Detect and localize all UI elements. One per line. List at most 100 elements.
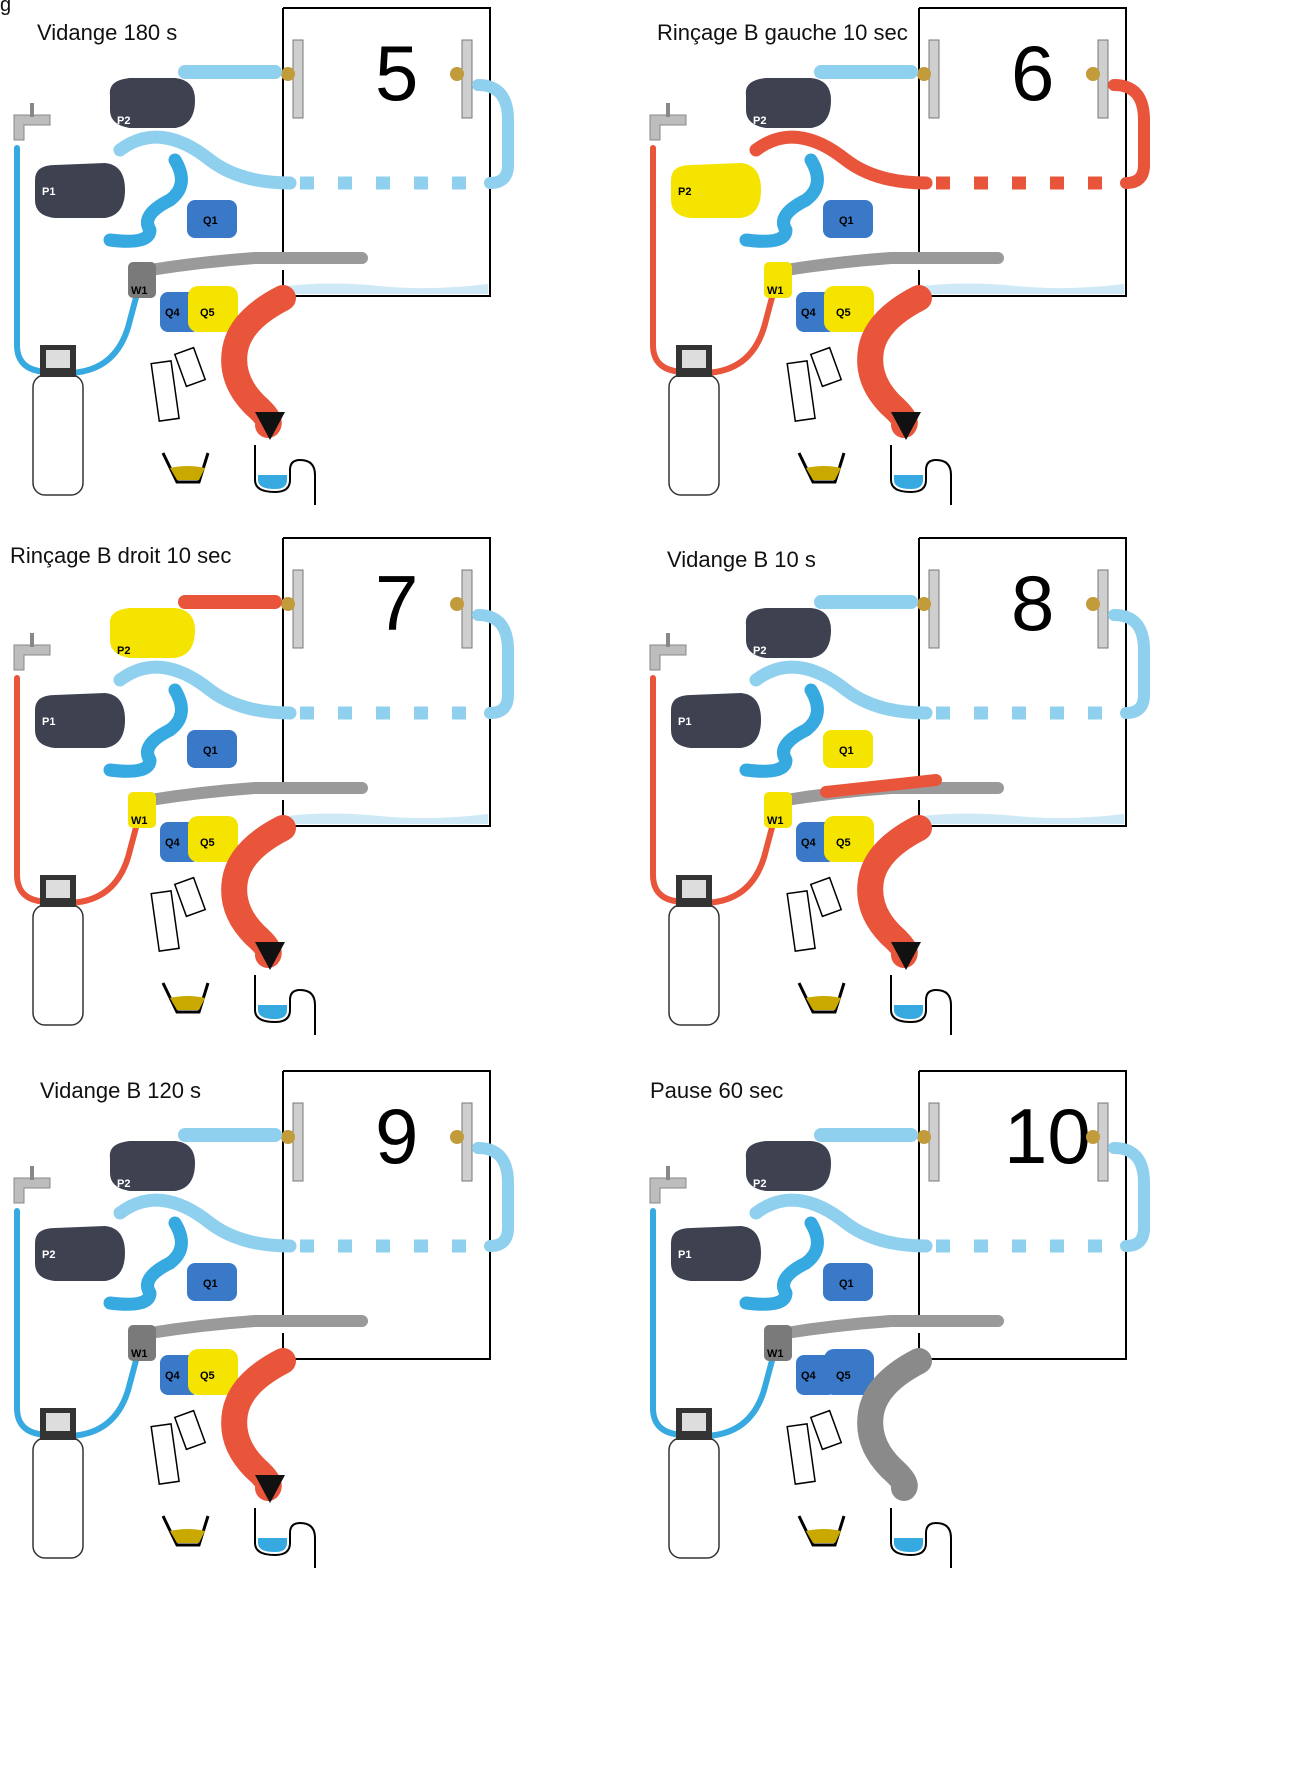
pump-loop-hose (739, 683, 824, 778)
sensor-fitting-icon (917, 1130, 931, 1144)
tap-handle-icon (666, 1166, 670, 1180)
sensor-fitting-icon (917, 597, 931, 611)
valve-q5-icon (188, 816, 238, 862)
valve-q1-icon (187, 730, 237, 768)
steel-pipe (144, 1315, 368, 1339)
valve-q1-label: Q1 (839, 215, 854, 227)
basin-liquid (170, 996, 205, 1010)
filter-window-icon (46, 1413, 70, 1431)
valve-q1-label: Q1 (839, 1278, 854, 1290)
filter-cartridge-icon (32, 904, 84, 1026)
valve-q5-label: Q5 (836, 1370, 851, 1382)
basin-liquid (806, 996, 841, 1010)
filter-cartridge-icon (32, 374, 84, 496)
siphon-water (258, 1538, 287, 1552)
step-title: Rinçage B gauche 10 sec (657, 20, 908, 45)
tap-icon (649, 114, 687, 141)
right-hose (1108, 1142, 1150, 1252)
step-title: Vidange B 120 s (40, 1078, 202, 1103)
tank-water (287, 283, 488, 294)
pump-lower-label: P2 (42, 1249, 55, 1261)
basin-icon (161, 452, 210, 484)
tap-icon (649, 1177, 687, 1204)
valve-q1-icon (823, 200, 873, 238)
basin-icon (797, 452, 846, 484)
valve-w1-icon (128, 262, 156, 298)
flow-arrow-icon (255, 1475, 285, 1503)
steel-pipe (144, 252, 368, 276)
right-hose (472, 609, 514, 719)
pump-lower-icon (35, 693, 125, 748)
tap-handle-icon (666, 103, 670, 117)
valve-q5-label: Q5 (200, 307, 215, 319)
step-number: 7 (375, 559, 418, 647)
valve-q1-icon (823, 1263, 873, 1301)
valve-q5-icon (188, 286, 238, 332)
mid-hose (113, 660, 297, 720)
siphon-outline (890, 1508, 952, 1568)
tap-icon (13, 1177, 51, 1204)
step-number: 8 (1011, 559, 1054, 647)
tap-handle-icon (30, 1166, 34, 1180)
steel-pipe (780, 252, 1004, 276)
pump-top-icon (109, 1141, 195, 1191)
corner-glyph: g (0, 0, 12, 16)
siphon-water (258, 475, 287, 489)
tablet-icon (809, 1409, 843, 1451)
valve-w1-label: W1 (767, 285, 784, 297)
valve-w1-icon (128, 1325, 156, 1361)
pump-lower-icon (35, 1226, 125, 1281)
right-sensor-icon (461, 39, 473, 119)
basin-icon (797, 982, 846, 1014)
feed-hose-right (65, 1350, 141, 1439)
tank-water (923, 813, 1124, 824)
step-title: Vidange 180 s (37, 20, 178, 45)
valve-q4-label: Q4 (165, 307, 181, 319)
drain-hose (221, 1348, 296, 1501)
mid-hose (113, 1193, 297, 1253)
siphon-outline (890, 445, 952, 505)
valve-q1-label: Q1 (839, 745, 854, 757)
left-sensor-icon (928, 569, 940, 649)
valve-q5-label: Q5 (836, 837, 851, 849)
tablet-icon (150, 1423, 180, 1485)
drain-hose (221, 815, 296, 968)
sensor-fitting-icon (450, 597, 464, 611)
tap-icon (13, 114, 51, 141)
mid-hose (113, 130, 297, 190)
right-sensor-icon (461, 1102, 473, 1182)
valve-q5-icon (188, 1349, 238, 1395)
steel-pipe (780, 1315, 1004, 1339)
valve-q5-icon (824, 816, 874, 862)
drain-hose (857, 1348, 932, 1501)
tablet-icon (786, 360, 816, 422)
valve-w1-icon (128, 792, 156, 828)
mid-hose (749, 1193, 933, 1253)
pump-top-icon (109, 78, 195, 128)
siphon-water (258, 1005, 287, 1019)
filter-window-icon (682, 1413, 706, 1431)
pump-lower-label: P1 (42, 716, 55, 728)
pump-top-label: P2 (753, 115, 766, 127)
flow-arrow-icon (891, 942, 921, 970)
sensor-fitting-icon (450, 67, 464, 81)
pump-lower-icon (671, 1226, 761, 1281)
left-sensor-icon (928, 1102, 940, 1182)
siphon-outline (254, 975, 316, 1035)
pump-lower-label: P2 (678, 186, 691, 198)
tap-handle-icon (30, 633, 34, 647)
pump-top-icon (745, 608, 831, 658)
step-number: 9 (375, 1092, 418, 1180)
feed-hose-right (701, 287, 777, 376)
valve-q4-label: Q4 (165, 1370, 181, 1382)
basin-liquid (806, 1529, 841, 1543)
drain-hose (857, 285, 932, 438)
